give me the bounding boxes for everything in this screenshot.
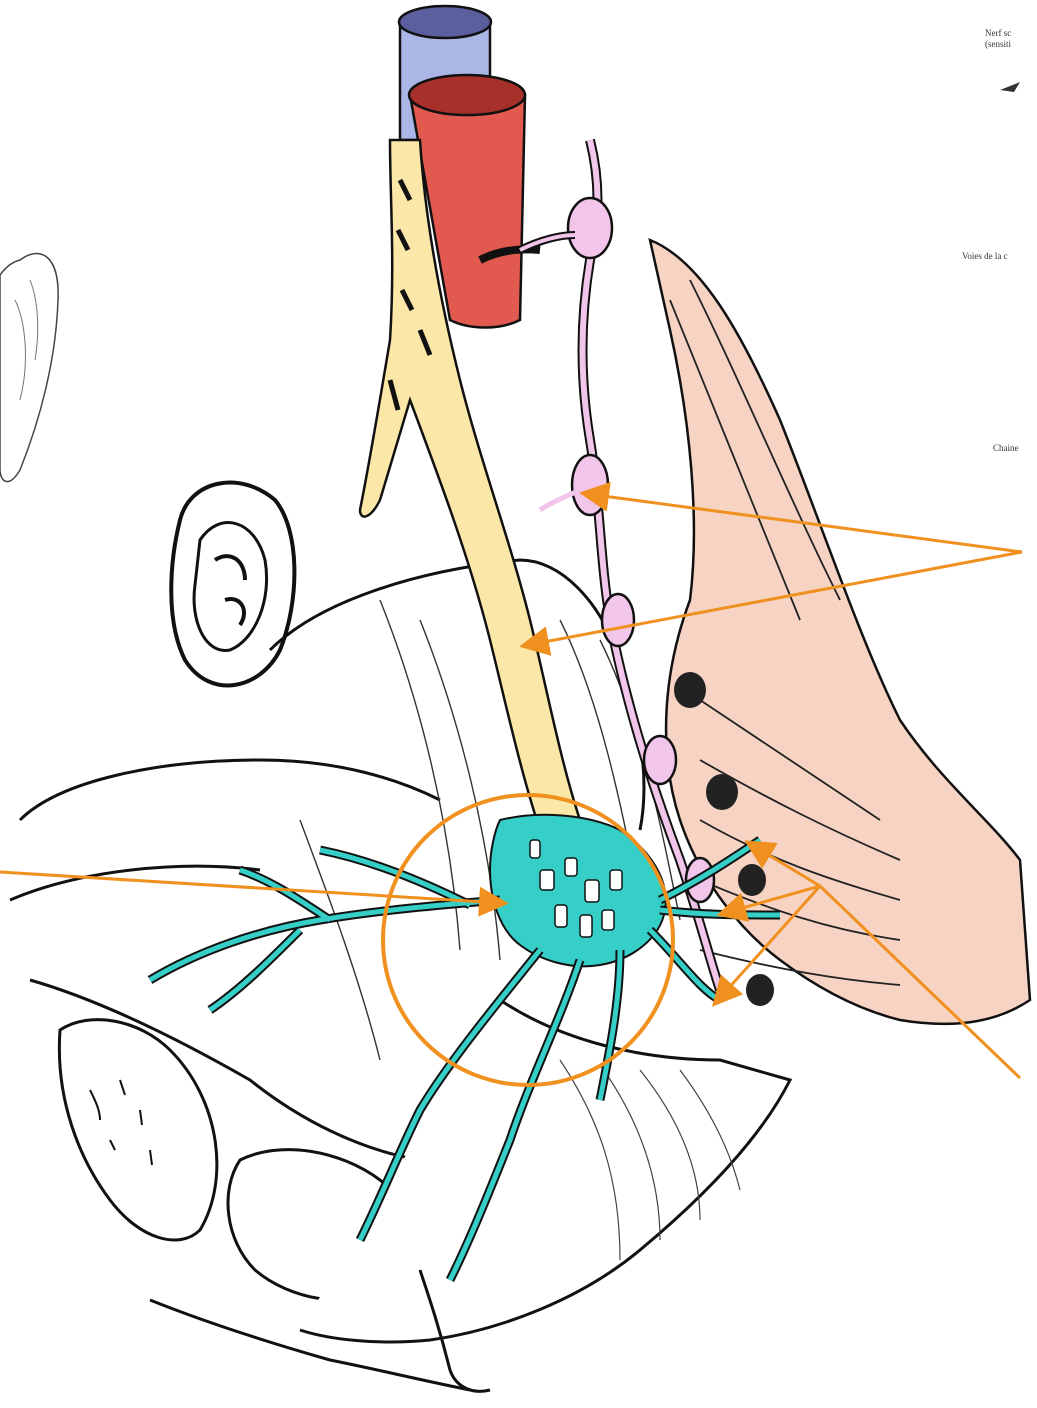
label-chaine: Chaine [993,443,1019,454]
kidney-outline [0,253,58,481]
label-nerf-sc: Nerf sc (sensiti [985,28,1011,50]
kidney-inner-lines [15,280,38,400]
bowel-section [171,483,294,686]
small-pointer-icon [1000,82,1020,92]
label-voies: Voies de la c [962,251,1008,262]
